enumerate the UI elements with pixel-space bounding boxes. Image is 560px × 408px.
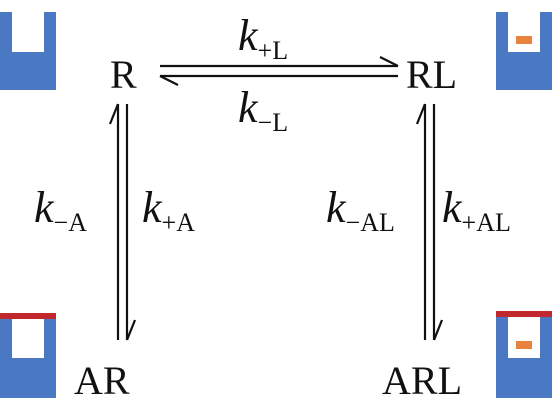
receptor-icon [0, 12, 56, 90]
receptor-ligand-icon [496, 12, 552, 90]
state-ar: AR [74, 358, 130, 403]
rate-k-minus-l: k−L [238, 83, 288, 137]
state-r: R [110, 52, 137, 97]
active-receptor-icon [0, 313, 56, 398]
rate-k-plus-a: k+A [142, 183, 195, 237]
state-arl: ARL [382, 358, 462, 403]
equilibrium-arrow-r-ar [108, 103, 137, 341]
rate-k-minus-a: k−A [34, 183, 87, 237]
rate-k-plus-l: k+L [238, 11, 288, 65]
equilibrium-arrow-r-rl [159, 56, 399, 86]
active-receptor-ligand-icon [496, 311, 552, 398]
state-rl: RL [406, 52, 457, 97]
rate-k-plus-al: k+AL [442, 183, 511, 237]
equilibrium-arrow-rl-arl [415, 103, 444, 341]
rate-k-minus-al: k−AL [326, 183, 395, 237]
